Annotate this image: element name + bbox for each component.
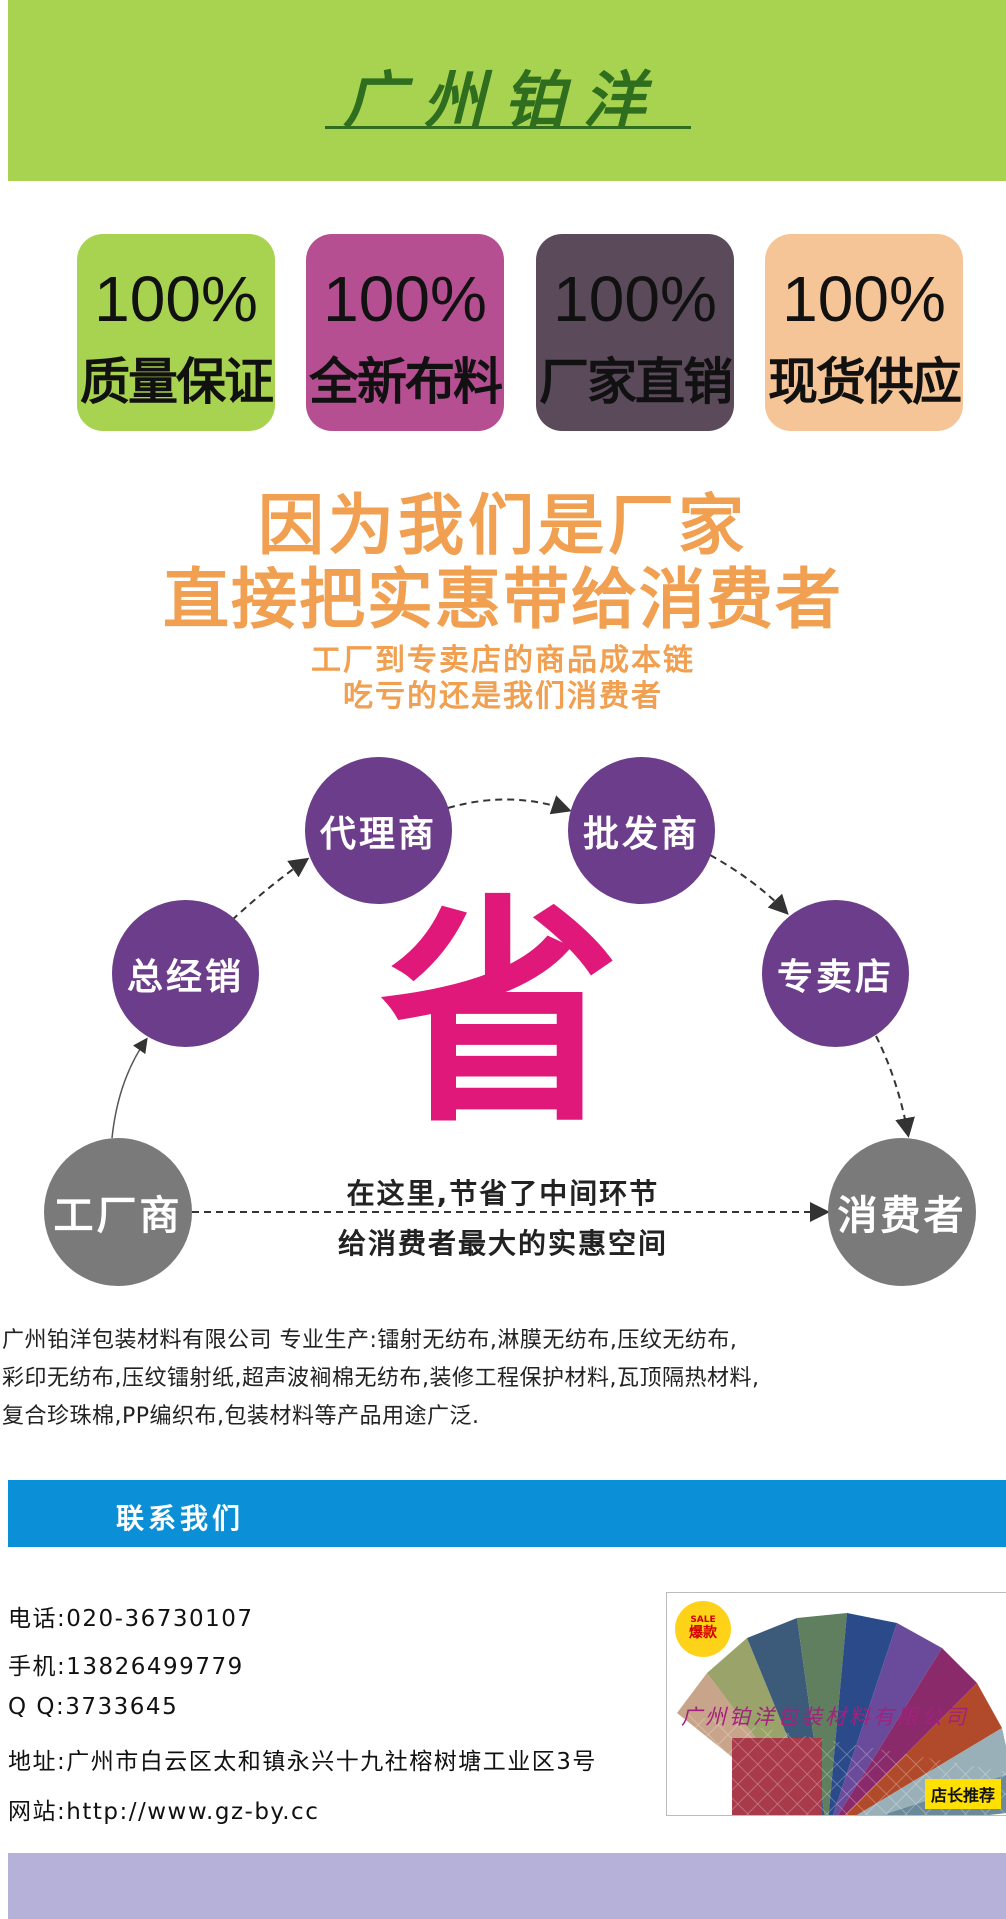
contact-bar [8,1480,1006,1547]
badge-percent: 100% [782,263,946,335]
description-line: 广州铂洋包装材料有限公司 专业生产:镭射无纺布,淋膜无纺布,压纹无纺布, [2,1328,738,1353]
description-line: 彩印无纺布,压纹镭射纸,超声波裥棉无纺布,装修工程保护材料,瓦顶隔热材料, [2,1366,760,1391]
node-consumer: 消费者 [828,1138,976,1286]
subheadline-line-1: 工厂到专卖店的商品成本链 [311,643,695,678]
contact-mobile: 手机:13826499779 [8,1654,244,1680]
badge-percent: 100% [323,263,487,335]
product-image: SALE 爆款 广州铂洋包装材料有限公司 店长推荐 [666,1592,1006,1816]
supply-chain-arrows [111,795,915,1222]
badge-label: 厂家直销 [539,353,733,411]
node-store: 专卖店 [762,900,909,1047]
badge-percent: 100% [553,263,717,335]
headline-line-2: 直接把实惠带给消费者 [163,561,843,638]
footer-bar [8,1853,1006,1919]
node-wholesaler: 批发商 [568,757,715,904]
badge-label: 全新布料 [309,353,503,411]
subheadline-line-2: 吃亏的还是我们消费者 [343,679,663,714]
badge-in-stock: 100% 现货供应 [765,234,963,431]
sale-badge: SALE 爆款 [675,1601,731,1657]
company-description: 广州铂洋包装材料有限公司 专业生产:镭射无纺布,淋膜无纺布,压纹无纺布, 彩印无… [2,1322,1002,1436]
contact-qq: Q Q:3733645 [8,1694,179,1720]
diagram-note-line-2: 给消费者最大的实惠空间 [337,1227,668,1260]
badge-label: 质量保证 [80,353,274,411]
badge-quality: 100% 质量保证 [77,234,275,431]
description-line: 复合珍珠棉,PP编织布,包装材料等产品用途广泛. [2,1404,480,1429]
node-agent: 代理商 [305,757,452,904]
sale-badge-main: 爆款 [689,1625,717,1642]
contact-title: 联系我们 [116,1502,245,1535]
headline-line-1: 因为我们是厂家 [258,487,748,564]
node-factory: 工厂商 [44,1138,192,1286]
brand-title: 广州铂洋 [342,64,663,137]
badge-label: 现货供应 [768,353,962,411]
diagram-note-line-1: 在这里,节省了中间环节 [346,1177,660,1210]
badge-percent: 100% [94,263,258,335]
badge-factory-direct: 100% 厂家直销 [536,234,734,431]
sale-badge-top: SALE [690,1615,716,1626]
brand-underline [325,126,691,129]
save-character: 省 [380,875,621,1155]
contact-phone: 电话:020-36730107 [8,1606,254,1632]
header-banner [8,0,1006,181]
contact-address: 地址:广州市白云区太和镇永兴十九社榕树塘工业区3号 [8,1749,597,1775]
node-distributor: 总经销 [112,900,259,1047]
shop-recommend-tag: 店长推荐 [925,1779,1002,1809]
contact-website[interactable]: 网站:http://www.gz-by.cc [8,1799,320,1825]
product-watermark: 广州铂洋包装材料有限公司 [681,1705,969,1729]
badge-new-fabric: 100% 全新布料 [306,234,504,431]
